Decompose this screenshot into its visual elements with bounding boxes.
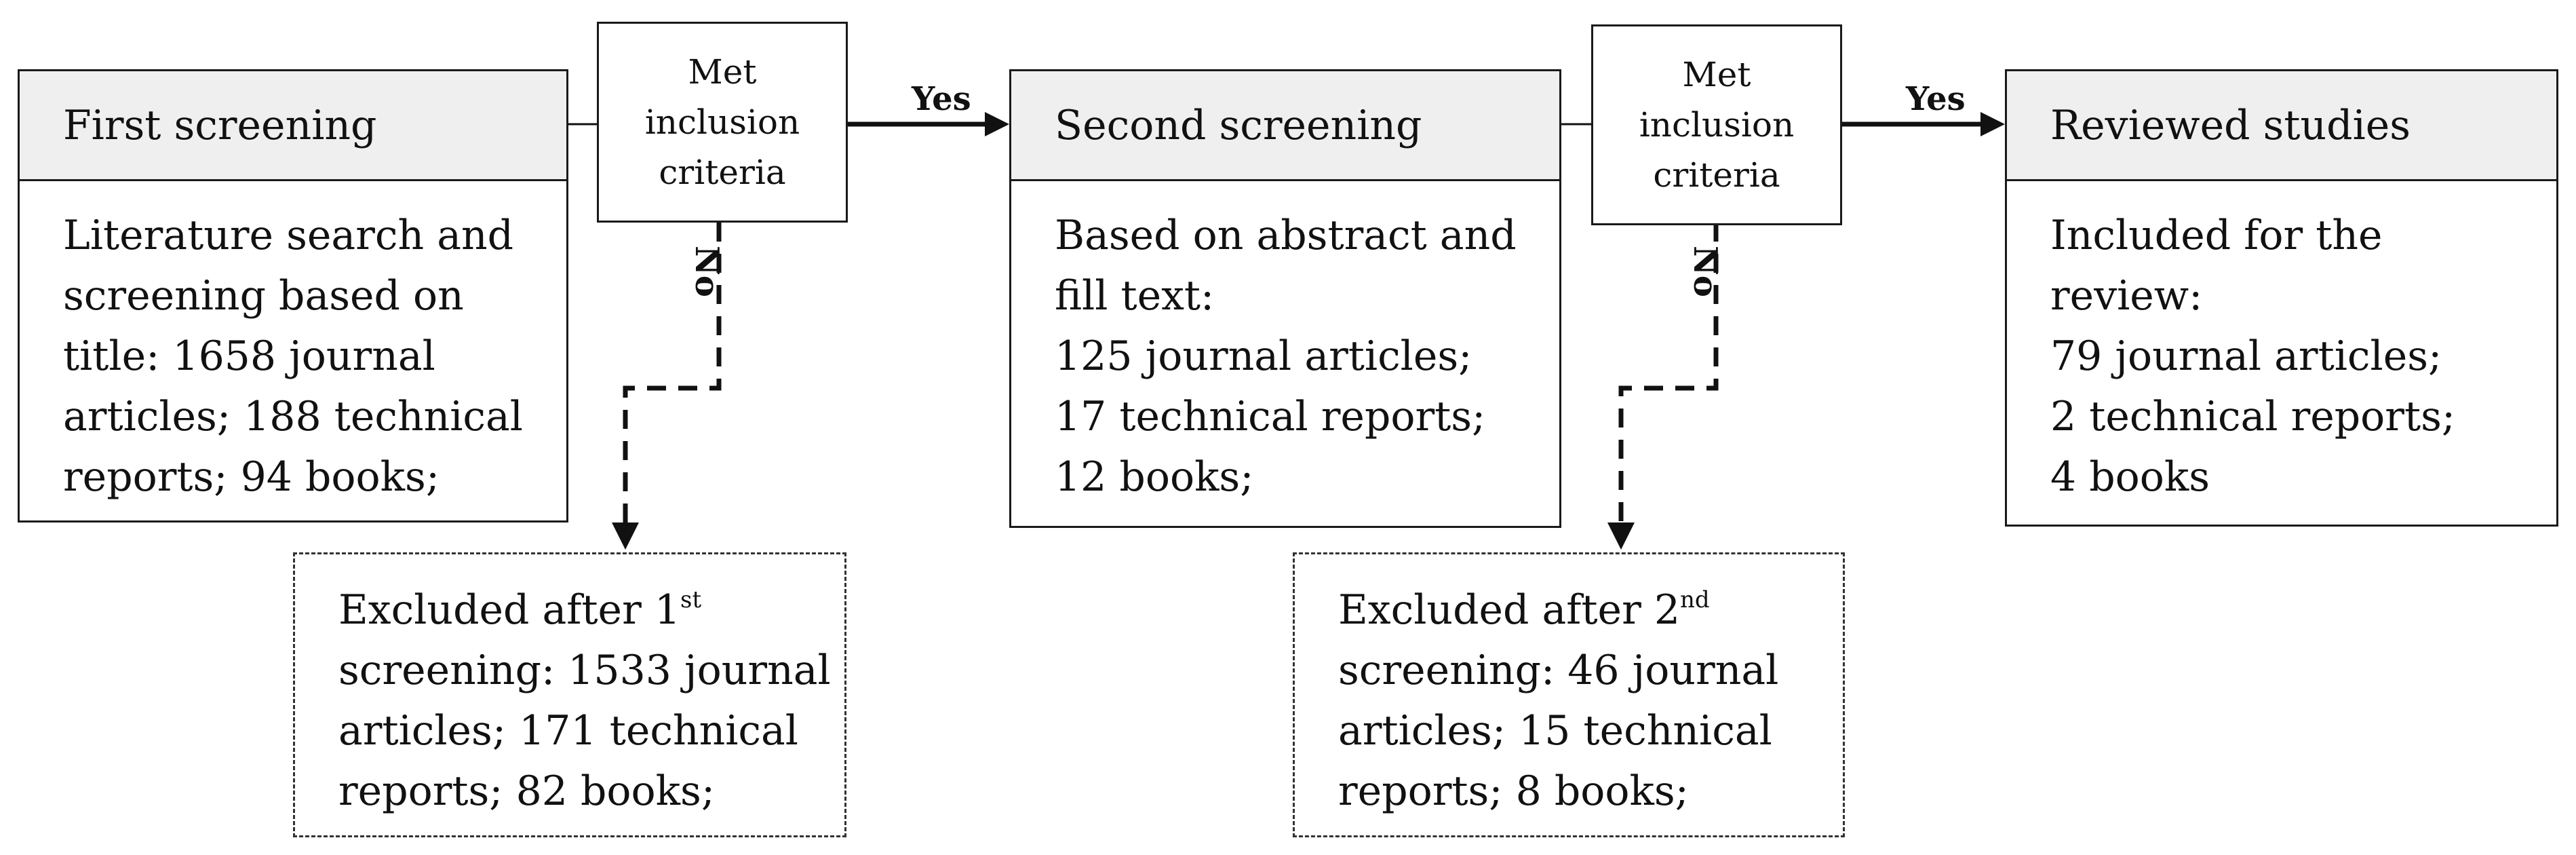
excluded-text-line: screening: 46 journal	[1338, 647, 1779, 694]
second-screening-box: Second screening Based on abstract and f…	[1009, 69, 1561, 528]
stage-body: Included for the review: 79 journal arti…	[2007, 181, 2556, 508]
ordinal-superscript: nd	[1680, 586, 1710, 613]
excluded-second-box: Excluded after 2nd screening: 46 journal…	[1293, 552, 1845, 837]
yes-arrowhead	[985, 112, 1009, 136]
stage-text-line: Based on abstract and	[1055, 212, 1517, 259]
criteria-text-line: criteria	[659, 153, 786, 192]
stage-body: Based on abstract and fill text: 125 jou…	[1011, 181, 1559, 508]
yes-label: Yes	[1906, 80, 1966, 118]
stage-text-line: Literature search and	[63, 212, 514, 259]
inclusion-criteria-box: Met inclusion criteria	[1591, 24, 1842, 225]
stage-text-line: title: 1658 journal	[63, 332, 435, 380]
yes-arrowhead	[1980, 112, 2005, 136]
stage-text-line: screening based on	[63, 272, 464, 320]
no-arrow	[623, 223, 722, 529]
first-screening-box: First screening Literature search and sc…	[18, 69, 568, 522]
yes-label: Yes	[912, 80, 971, 118]
excluded-text-line: screening: 1533 journal	[338, 647, 831, 694]
no-label: No	[687, 246, 726, 297]
stage-body: Literature search and screening based on…	[20, 181, 566, 508]
excluded-title-line: Excluded after 1st	[338, 580, 824, 641]
stage-text-line: Included for the	[2050, 212, 2383, 259]
excluded-title-line: Excluded after 2nd	[1338, 580, 1822, 641]
reviewed-studies-box: Reviewed studies Included for the review…	[2005, 69, 2558, 527]
criteria-text-line: inclusion	[1639, 105, 1795, 145]
stage-text-line: articles; 188 technical	[63, 393, 523, 440]
excluded-text-line: articles; 171 technical	[338, 707, 798, 755]
excluded-text-line: articles; 15 technical	[1338, 707, 1772, 755]
no-arrowhead	[612, 522, 639, 550]
excluded-title-prefix: Excluded after 1	[338, 586, 680, 634]
stage-title: First screening	[20, 71, 566, 181]
excluded-title-prefix: Excluded after 2	[1338, 586, 1680, 634]
stage-text-line: 125 journal articles;	[1055, 332, 1472, 380]
excluded-text-line: reports; 8 books;	[1338, 767, 1689, 815]
excluded-first-box: Excluded after 1st screening: 1533 journ…	[293, 552, 846, 837]
excluded-text-line: reports; 82 books;	[338, 767, 716, 815]
criteria-text-line: criteria	[1653, 155, 1780, 195]
stage-text-line: fill text:	[1055, 272, 1215, 320]
inclusion-criteria-box: Met inclusion criteria	[597, 22, 848, 223]
stage-text-line: 2 technical reports;	[2050, 393, 2456, 440]
stage-text-line: reports; 94 books;	[63, 453, 440, 501]
stage-text-line: review:	[2050, 272, 2203, 320]
criteria-text-line: inclusion	[644, 102, 800, 142]
criteria-text-line: Met	[688, 52, 757, 92]
no-arrowhead	[1607, 522, 1635, 550]
stage-title: Reviewed studies	[2007, 71, 2556, 181]
criteria-text-line: Met	[1682, 55, 1751, 94]
no-arrow	[1618, 223, 1719, 529]
stage-text-line: 12 books;	[1055, 453, 1254, 501]
stage-title: Second screening	[1011, 71, 1559, 181]
stage-text-line: 79 journal articles;	[2050, 332, 2442, 380]
stage-text-line: 17 technical reports;	[1055, 393, 1486, 440]
no-label: No	[1685, 246, 1724, 297]
ordinal-superscript: st	[680, 586, 702, 613]
stage-text-line: 4 books	[2050, 453, 2210, 501]
